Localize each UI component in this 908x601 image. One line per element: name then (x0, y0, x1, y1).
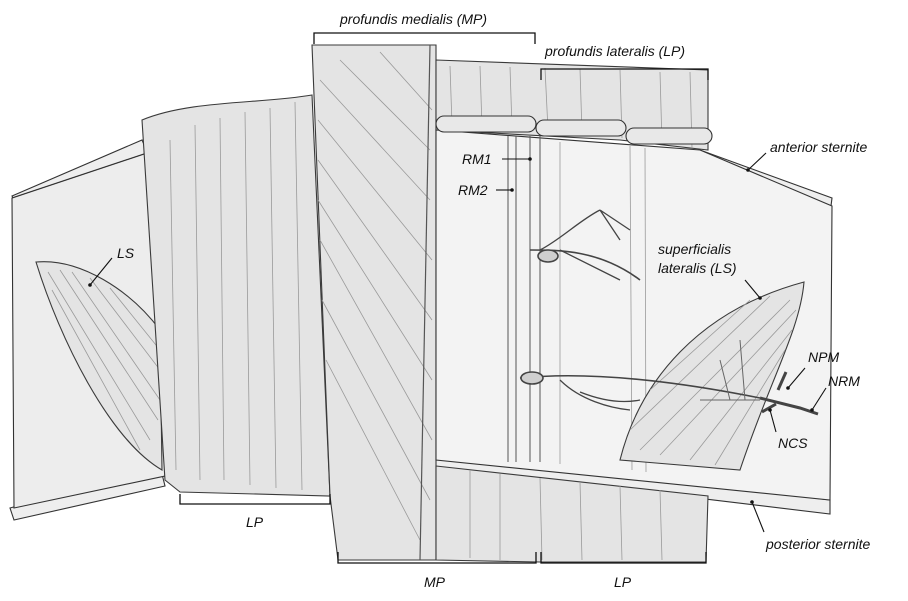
upper-neuron-soma (537, 249, 559, 263)
bracket-mp-top (313, 32, 536, 44)
label-lp-top: profundis lateralis (LP) (544, 43, 685, 59)
bracket-mp-bottom (337, 552, 537, 564)
label-mp-bottom: MP (424, 574, 446, 590)
label-mp-top: profundis medialis (MP) (339, 11, 487, 27)
label-ncs: NCS (778, 435, 808, 451)
label-rm1: RM1 (462, 151, 492, 167)
ncs-leader (769, 409, 777, 433)
lower-neuron-soma (520, 371, 544, 385)
left-ls-leader (89, 257, 113, 286)
npm-nerve (776, 371, 788, 391)
label-superficialis-line1: superficialis (658, 241, 731, 257)
mp-muscle (311, 44, 437, 561)
label-lp-bottom-left: LP (246, 514, 264, 530)
leader-lines (88, 152, 827, 533)
anterior-sternite-leader (747, 152, 767, 171)
label-nrm: NRM (828, 373, 860, 389)
npm-leader (787, 367, 806, 389)
right-ls-leader (744, 279, 761, 299)
nrm-nerve (759, 396, 819, 416)
label-rm2: RM2 (458, 182, 488, 198)
left-ls-muscle (35, 261, 163, 471)
label-superficialis-line2: lateralis (LS) (658, 260, 737, 276)
nrm-leader (811, 387, 827, 411)
label-posterior-sternite: posterior sternite (765, 536, 870, 552)
label-npm: NPM (808, 349, 839, 365)
label-ls-left: LS (117, 245, 135, 261)
ncs-nerve (761, 402, 777, 414)
label-anterior-sternite: anterior sternite (770, 139, 867, 155)
bracket-lp-bottom-left (179, 494, 331, 505)
apodeme-bar (435, 115, 713, 145)
bracket-lp-bottom-right (540, 552, 707, 564)
left-lp-column (141, 94, 331, 497)
nerve-branches (519, 209, 819, 416)
label-lp-bottom-right: LP (614, 574, 632, 590)
posterior-sternite-leader (751, 501, 765, 533)
bracket-lp-top (540, 68, 709, 80)
